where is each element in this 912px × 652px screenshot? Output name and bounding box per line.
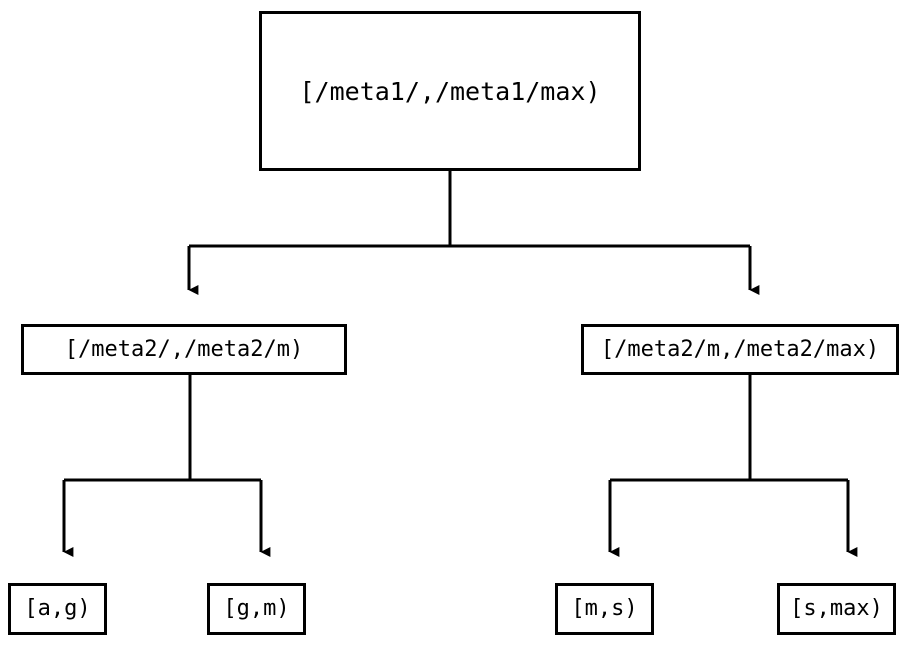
tree-node-mid-left-label: [/meta2/,/meta2/m) (64, 336, 304, 362)
tree-node-leaf-gm-label: [g,m) (223, 596, 290, 621)
tree-node-leaf-ag-label: [a,g) (24, 596, 91, 621)
edge-mid-right-to-leaves (608, 375, 858, 557)
tree-node-root-label: [/meta1/,/meta1/max) (299, 76, 601, 106)
tree-node-leaf-smax[interactable]: [s,max) (777, 583, 896, 635)
edge-mid-left-to-leaves (62, 375, 271, 557)
tree-node-leaf-ms[interactable]: [m,s) (555, 583, 654, 635)
tree-node-mid-right-label: [/meta2/m,/meta2/max) (600, 336, 880, 362)
tree-node-leaf-ms-label: [m,s) (571, 596, 638, 621)
edge-root-to-level2 (187, 171, 760, 295)
tree-node-mid-right[interactable]: [/meta2/m,/meta2/max) (581, 324, 899, 375)
tree-node-mid-left[interactable]: [/meta2/,/meta2/m) (21, 324, 347, 375)
tree-node-leaf-gm[interactable]: [g,m) (207, 583, 306, 635)
tree-node-leaf-smax-label: [s,max) (790, 596, 883, 621)
tree-node-leaf-ag[interactable]: [a,g) (8, 583, 107, 635)
tree-node-root[interactable]: [/meta1/,/meta1/max) (259, 11, 641, 171)
